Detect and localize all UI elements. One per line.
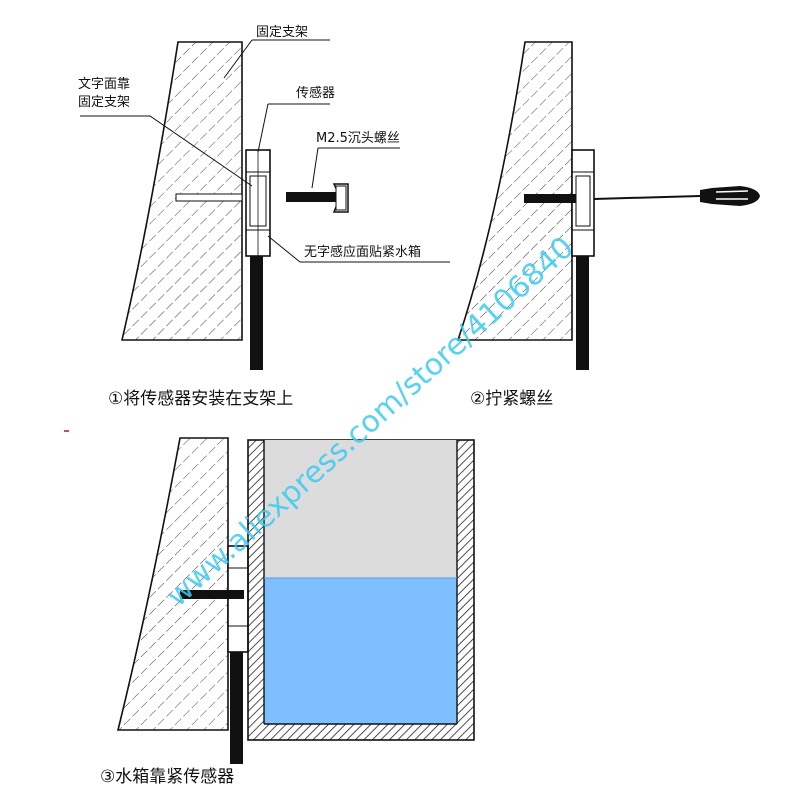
sensor-cable <box>576 256 589 370</box>
panel-1: 固定支架 文字面靠 固定支架 传感器 M2.5沉头螺丝 无字感应面贴紧水箱 ①将… <box>78 25 450 409</box>
water-tank <box>247 439 475 741</box>
panel-2: ②拧紧螺丝 <box>456 41 760 409</box>
separator-mark <box>64 430 69 432</box>
tightened-screw <box>180 590 244 599</box>
tank-air-space <box>264 440 457 578</box>
tightened-screw <box>524 194 576 203</box>
sensor-cable <box>230 652 243 764</box>
wall-bracket <box>120 41 243 341</box>
countersunk-screw <box>286 183 349 213</box>
label-sensor: 传感器 <box>296 85 335 101</box>
panel-3: ③水箱靠紧传感器 <box>100 437 475 787</box>
wall-screw-hole <box>175 193 243 202</box>
caption-step-1: ①将传感器安装在支架上 <box>108 389 293 409</box>
sensor-cable <box>250 256 263 370</box>
label-fixed-bracket: 固定支架 <box>256 25 308 40</box>
screwdriver-icon <box>593 186 760 206</box>
label-text-face-line2: 固定支架 <box>78 95 130 110</box>
wall-bracket <box>116 437 229 731</box>
label-back-face: 无字感应面贴紧水箱 <box>304 244 421 260</box>
leader-lines <box>80 39 450 263</box>
tank-water <box>264 578 457 724</box>
label-screw: M2.5沉头螺丝 <box>316 131 400 146</box>
sensor <box>245 149 271 257</box>
wall-bracket <box>456 41 573 341</box>
caption-step-2: ②拧紧螺丝 <box>470 389 553 409</box>
label-text-face-line1: 文字面靠 <box>78 77 130 92</box>
caption-step-3: ③水箱靠紧传感器 <box>100 767 234 787</box>
